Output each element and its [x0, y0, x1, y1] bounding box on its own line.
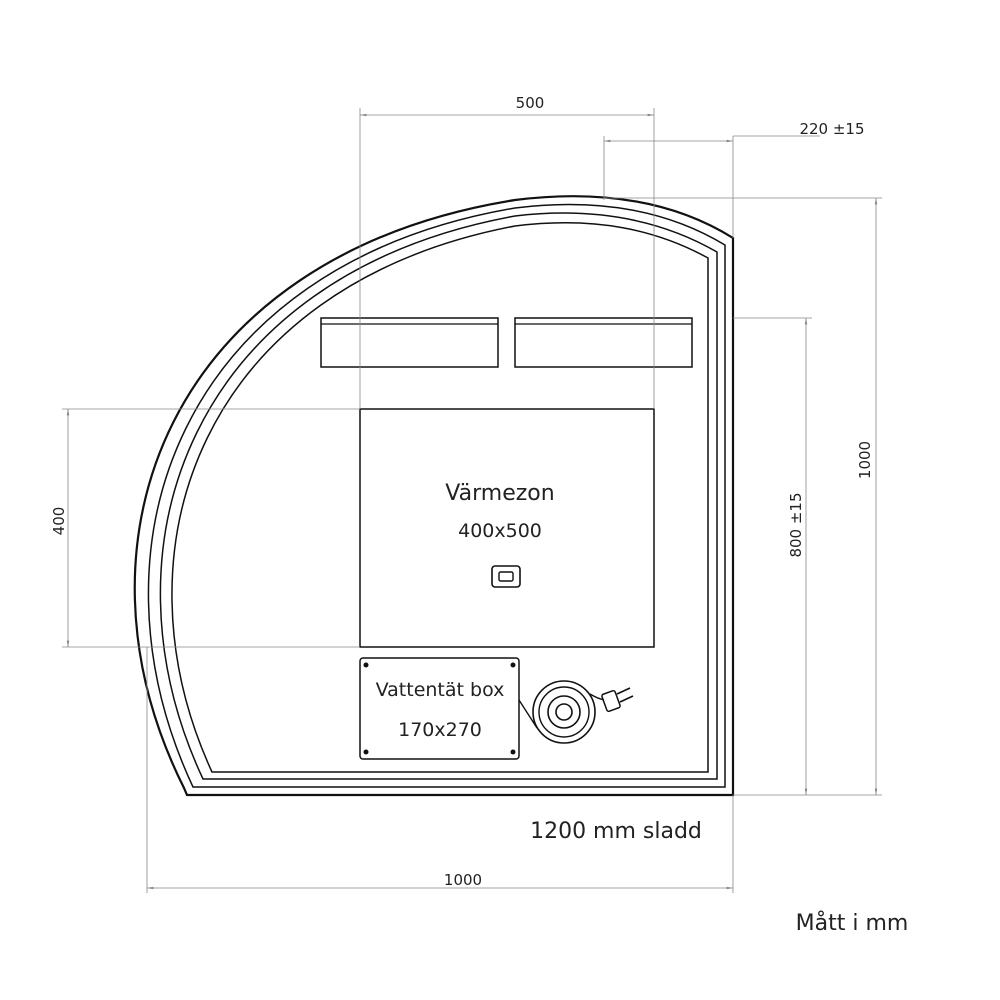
dim-left-height: 400 [50, 507, 68, 536]
mirror-outline [133, 195, 735, 797]
plug-icon [601, 687, 634, 713]
dim-bottom-width: 1000 [444, 871, 482, 889]
heat-zone: Värmezon 400x500 [359, 408, 655, 648]
dim-top-offset: 220 ±15 [799, 120, 864, 138]
extension-lines [62, 108, 882, 893]
heat-zone-title: Värmezon [445, 481, 554, 506]
cable-coil-icon [518, 680, 605, 744]
units-note: Mått i mm [796, 910, 909, 936]
cable-note: 1200 mm sladd [530, 819, 702, 844]
switch-icon [491, 565, 521, 588]
dim-top-width: 500 [516, 94, 545, 112]
heat-zone-size: 400x500 [458, 520, 542, 542]
dimension-lines [66, 113, 878, 890]
waterproof-box-title: Vattentät box [376, 679, 505, 701]
dim-right-height: 800 ±15 [787, 492, 805, 557]
top-strips [320, 317, 693, 368]
waterproof-box: Vattentät box 170x270 [359, 657, 520, 760]
waterproof-box-size: 170x270 [398, 719, 482, 741]
dim-total-height: 1000 [856, 441, 874, 479]
